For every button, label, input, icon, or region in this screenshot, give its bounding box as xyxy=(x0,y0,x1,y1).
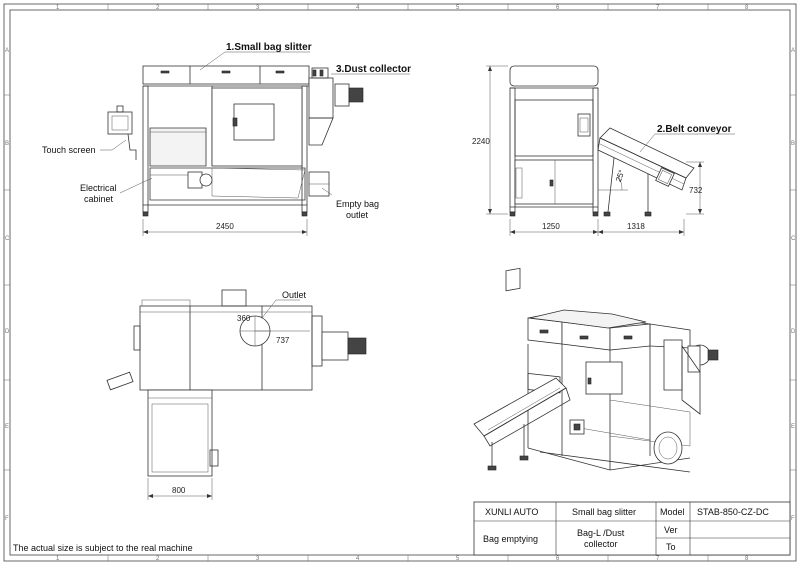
description-line-2: collector xyxy=(584,539,618,549)
dim-732-label: 732 xyxy=(689,186,703,195)
dim-2450-label: 2450 xyxy=(216,222,234,231)
row-label: A xyxy=(791,48,795,54)
col-label: 6 xyxy=(556,5,560,11)
row-label: A xyxy=(5,48,9,54)
col-label: 6 xyxy=(556,556,560,562)
row-label: E xyxy=(791,424,795,430)
label-slitter: 1.Small bag slitter xyxy=(226,42,312,53)
label-belt-conveyor: 2.Belt conveyor xyxy=(657,124,732,135)
zone-ticks xyxy=(4,4,796,561)
callout-lines-front xyxy=(100,51,410,196)
inner-border xyxy=(9,9,791,556)
dim-2450 xyxy=(142,219,308,236)
dim-side xyxy=(486,65,704,236)
label-outlet-2: outlet xyxy=(346,210,369,220)
row-label: E xyxy=(5,424,9,430)
row-label: C xyxy=(791,236,796,242)
dim-1318-label: 1318 xyxy=(627,222,645,231)
row-label: B xyxy=(5,141,9,147)
label-empty-bag: Empty bag xyxy=(336,199,379,209)
col-label: 2 xyxy=(156,556,160,562)
row-label: F xyxy=(5,516,9,522)
row-label: F xyxy=(791,516,795,522)
label-outlet: Outlet xyxy=(282,290,307,300)
row-label: D xyxy=(5,329,10,335)
label-dust-collector: 3.Dust collector xyxy=(336,64,411,75)
dim-top xyxy=(147,299,310,500)
side-view xyxy=(509,65,695,217)
belt-callout-leader xyxy=(639,133,656,153)
label-cabinet: cabinet xyxy=(84,194,114,204)
model-label: Model xyxy=(660,507,685,517)
label-touch-screen: Touch screen xyxy=(42,145,96,155)
col-label: 1 xyxy=(56,556,60,562)
col-label: 3 xyxy=(256,5,260,11)
outer-border xyxy=(3,3,797,562)
row-label: B xyxy=(791,141,795,147)
model-value: STAB-850-CZ-DC xyxy=(697,507,769,517)
product-name: Small bag slitter xyxy=(572,507,636,517)
description-line-1: Bag-L /Dust xyxy=(577,528,625,538)
col-label: 7 xyxy=(656,5,660,11)
isometric-view xyxy=(473,267,719,473)
to-label: To xyxy=(666,542,676,552)
function-label: Bag emptying xyxy=(483,534,538,544)
col-label: 3 xyxy=(256,556,260,562)
row-label: C xyxy=(5,236,10,242)
col-label: 4 xyxy=(356,5,360,11)
col-label: 8 xyxy=(745,5,749,11)
col-label: 5 xyxy=(456,556,460,562)
col-label: 7 xyxy=(656,556,660,562)
ver-label: Ver xyxy=(664,525,678,535)
angle-label: 25° xyxy=(614,169,627,183)
top-view xyxy=(106,289,367,477)
col-label: 5 xyxy=(456,5,460,11)
front-view xyxy=(107,65,364,217)
title-block xyxy=(473,501,791,556)
company-name: XUNLI AUTO xyxy=(485,507,538,517)
col-label: 4 xyxy=(356,556,360,562)
dim-2240-label: 2240 xyxy=(472,137,490,146)
col-label: 8 xyxy=(745,556,749,562)
col-label: 1 xyxy=(56,5,60,11)
disclaimer-note: The actual size is subject to the real m… xyxy=(13,543,193,553)
col-label: 2 xyxy=(156,5,160,11)
dim-360-label: 360 xyxy=(237,314,251,323)
row-label: D xyxy=(791,329,796,335)
dim-1250-label: 1250 xyxy=(542,222,560,231)
dim-800-label: 800 xyxy=(172,486,186,495)
dim-737-label: 737 xyxy=(276,336,290,345)
label-electrical: Electrical xyxy=(80,183,117,193)
